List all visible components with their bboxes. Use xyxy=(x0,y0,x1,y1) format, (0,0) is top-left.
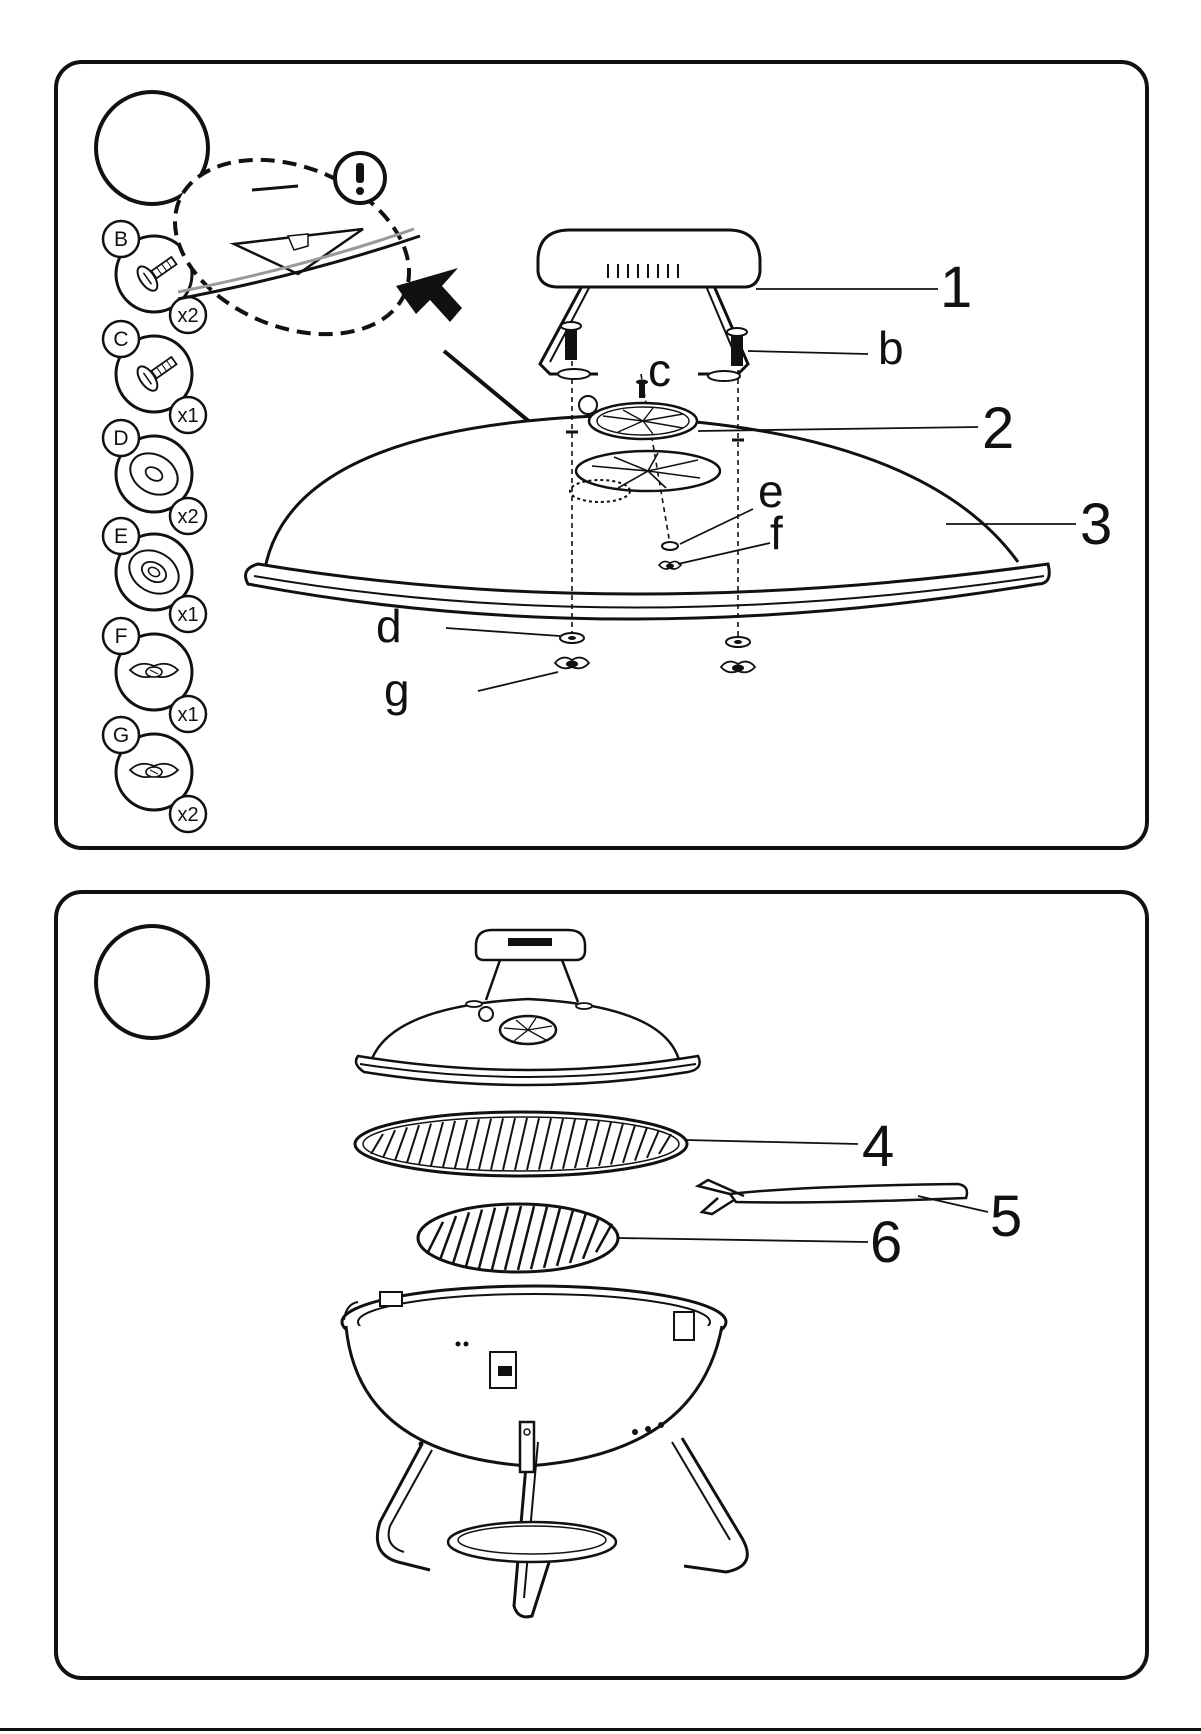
callout-6: 6 xyxy=(870,1210,902,1275)
hardware-qty: x2 xyxy=(177,506,198,528)
callout-5: 5 xyxy=(990,1184,1022,1249)
grill-exploded-diagram: 4 5 6 xyxy=(58,894,1153,1684)
hardware-item-c: C x1 xyxy=(103,321,206,433)
hardware-item-d: D x2 xyxy=(103,420,206,534)
hardware-letter: F xyxy=(115,625,128,648)
hardware-letter: D xyxy=(113,427,128,450)
hardware-letter: C xyxy=(113,328,128,351)
callout-4: 4 xyxy=(862,1114,894,1179)
washer-e xyxy=(662,542,678,550)
hardware-list: B x2 C x1 xyxy=(103,221,206,832)
callout-g: g xyxy=(384,664,410,716)
callout-1: 1 xyxy=(940,255,972,320)
callout-c: c xyxy=(648,344,671,396)
hardware-item-e: E x1 xyxy=(103,518,206,632)
wing-nut-g xyxy=(555,658,755,673)
hardware-qty: x1 xyxy=(177,704,198,726)
hardware-letter: B xyxy=(114,228,128,251)
hardware-qty: x1 xyxy=(177,405,198,427)
washer-d xyxy=(560,633,750,647)
charcoal-grate xyxy=(418,1204,618,1272)
hardware-item-f: F x1 xyxy=(103,618,206,732)
hardware-letter: G xyxy=(113,724,129,747)
grate-lifter xyxy=(698,1180,967,1214)
callout-2: 2 xyxy=(982,396,1014,461)
callout-d: d xyxy=(376,600,402,652)
callout-3: 3 xyxy=(1080,492,1112,557)
hardware-qty: x2 xyxy=(177,804,198,826)
callout-f: f xyxy=(770,507,783,559)
exclamation-icon xyxy=(335,153,385,203)
step-panel-1: B x2 C x1 xyxy=(54,60,1149,850)
page-bottom-rule xyxy=(0,1728,1201,1731)
cooking-grate xyxy=(355,1112,687,1176)
lid-assembly-diagram: B x2 C x1 xyxy=(58,64,1153,854)
wing-nut-icon xyxy=(130,664,178,677)
hardware-item-g: G x2 xyxy=(103,717,206,832)
hardware-qty: x1 xyxy=(177,604,198,626)
bolt-c xyxy=(636,380,648,399)
wing-nut-f xyxy=(659,561,681,569)
assembled-lid xyxy=(356,930,700,1085)
wing-nut-icon xyxy=(130,764,178,777)
callout-b: b xyxy=(878,322,904,374)
hardware-letter: E xyxy=(114,525,128,548)
hardware-qty: x2 xyxy=(177,305,198,327)
step-panel-2: 4 5 6 xyxy=(54,890,1149,1680)
